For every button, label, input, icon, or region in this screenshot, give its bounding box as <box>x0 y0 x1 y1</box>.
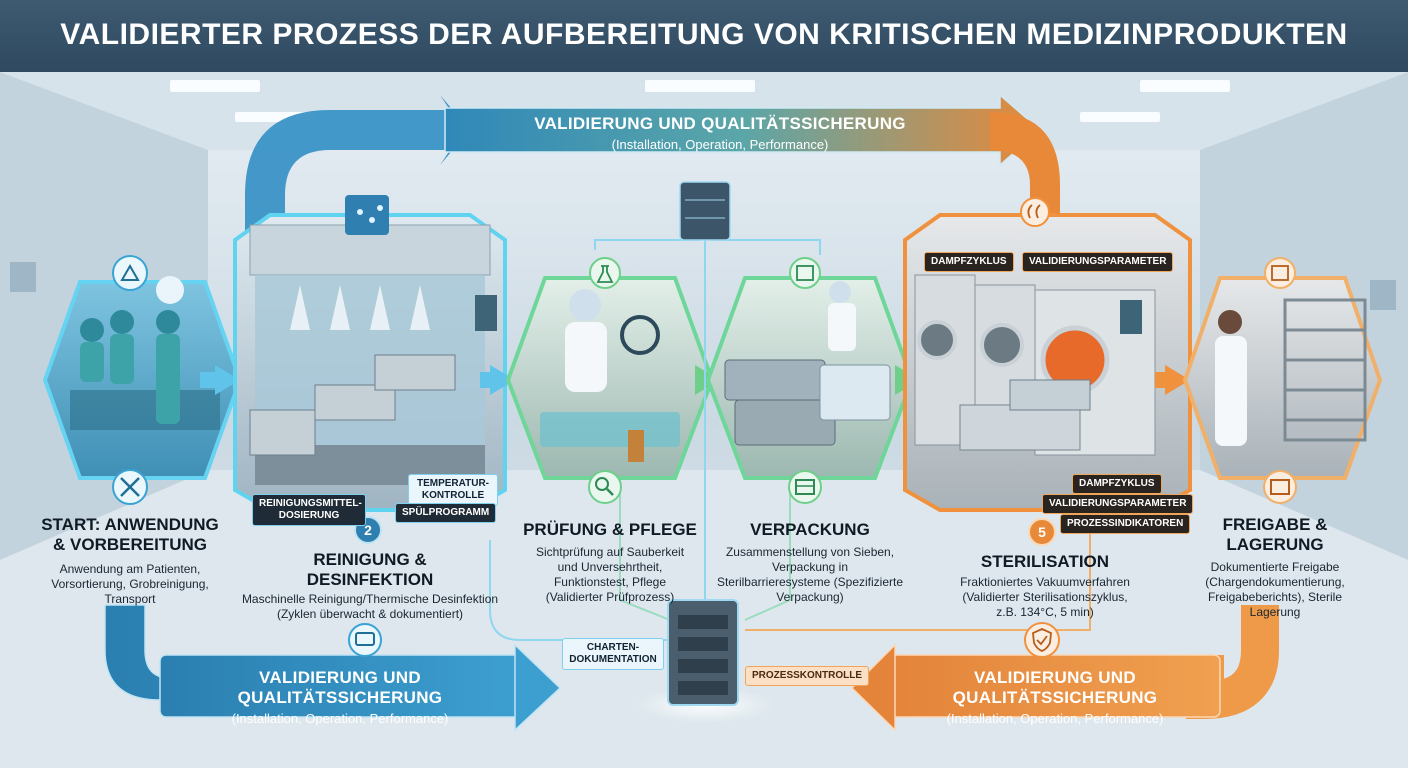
tag-process-indicators: PROZESSINDIKATOREN <box>1060 514 1191 534</box>
stage-cleaning-desc: Maschinelle Reinigung/Thermische Desinfe… <box>241 592 499 621</box>
page-title: VALIDIERTER PROZESS DER AUFBEREITUNG VON… <box>60 18 1348 51</box>
stage-number: 5 <box>1038 524 1046 540</box>
tag-validation-params: VALIDIERUNGSPARAMETER <box>1042 494 1194 514</box>
validation-band-sub: (Installation, Operation, Performance) <box>231 711 449 726</box>
stage-cleaning-title: REINIGUNG & DESINFEKTION <box>306 550 434 589</box>
box-icon <box>1264 257 1296 289</box>
chart-documentation-label: CHARTEN-DOKUMENTATION <box>562 638 664 670</box>
validation-band-sub: (Installation, Operation, Performance) <box>946 711 1164 726</box>
validation-band-bottom-left: VALIDIERUNG UND QUALITÄTSSICHERUNG (Inst… <box>160 668 520 726</box>
tools-icon <box>112 469 148 505</box>
box-icon <box>789 257 821 289</box>
tag-rinse-program: SPÜLPROGRAMM <box>395 503 497 523</box>
stage-packing-title: VERPACKUNG <box>750 520 870 539</box>
monitor-icon <box>348 623 382 657</box>
validation-band-label: VALIDIERUNG UND QUALITÄTSSICHERUNG <box>237 668 443 707</box>
water-spray-icon <box>345 195 389 235</box>
box-icon <box>1263 470 1297 504</box>
stage-inspection-desc: Sichtprüfung auf Sauberkeit und Unverseh… <box>535 545 685 604</box>
tag-dosing: REINIGUNGSMITTEL-DOSIERUNG <box>252 494 366 526</box>
stage-release-title: FREIGABE & LAGERUNG <box>1222 515 1328 554</box>
tag-steam-cycle-top: DAMPFZYKLUS <box>924 252 1014 272</box>
workflow-icon <box>112 255 148 291</box>
stage-sterilization-desc: Fraktioniertes Vakuumverfahren (Validier… <box>960 575 1130 619</box>
tag-temperature: TEMPERATUR-KONTROLLE <box>408 474 498 506</box>
shield-check-icon <box>1024 622 1060 658</box>
validation-band-top: VALIDIERUNG UND QUALITÄTSSICHERUNG (Inst… <box>460 114 980 152</box>
package-icon <box>788 470 822 504</box>
stage-sterilization-title: STERILISATION <box>980 552 1110 571</box>
validation-band-sub: (Installation, Operation, Performance) <box>611 137 829 152</box>
tag-validation-params-top: VALIDIERUNGSPARAMETER <box>1022 252 1174 272</box>
stage-packing-desc: Zusammenstellung von Sieben, Verpackung … <box>716 545 904 604</box>
stage-start-title: START: ANWENDUNG & VORBEREITUNG <box>41 515 219 554</box>
server-icon <box>668 600 738 705</box>
magnifier-icon <box>588 470 622 504</box>
flask-icon <box>589 257 621 289</box>
validation-band-label: VALIDIERUNG UND QUALITÄTSSICHERUNG <box>952 668 1158 707</box>
validation-band-label: VALIDIERUNG UND QUALITÄTSSICHERUNG <box>534 114 906 133</box>
stage-release-desc: Dokumentierte Freigabe (Chargendokumenti… <box>1205 560 1345 619</box>
stage-inspection-title: PRÜFUNG & PFLEGE <box>523 520 697 539</box>
stage-start-desc: Anwendung am Patienten, Vorsortierung, G… <box>51 562 209 606</box>
validation-band-bottom-right: VALIDIERUNG UND QUALITÄTSSICHERUNG (Inst… <box>890 668 1220 726</box>
stage-number: 2 <box>364 522 372 538</box>
steam-icon <box>1020 197 1050 227</box>
tag-steam-cycle: DAMPFZYKLUS <box>1072 474 1162 494</box>
process-control-label: PROZESSKONTROLLE <box>745 666 870 686</box>
title-bar <box>0 0 1408 72</box>
